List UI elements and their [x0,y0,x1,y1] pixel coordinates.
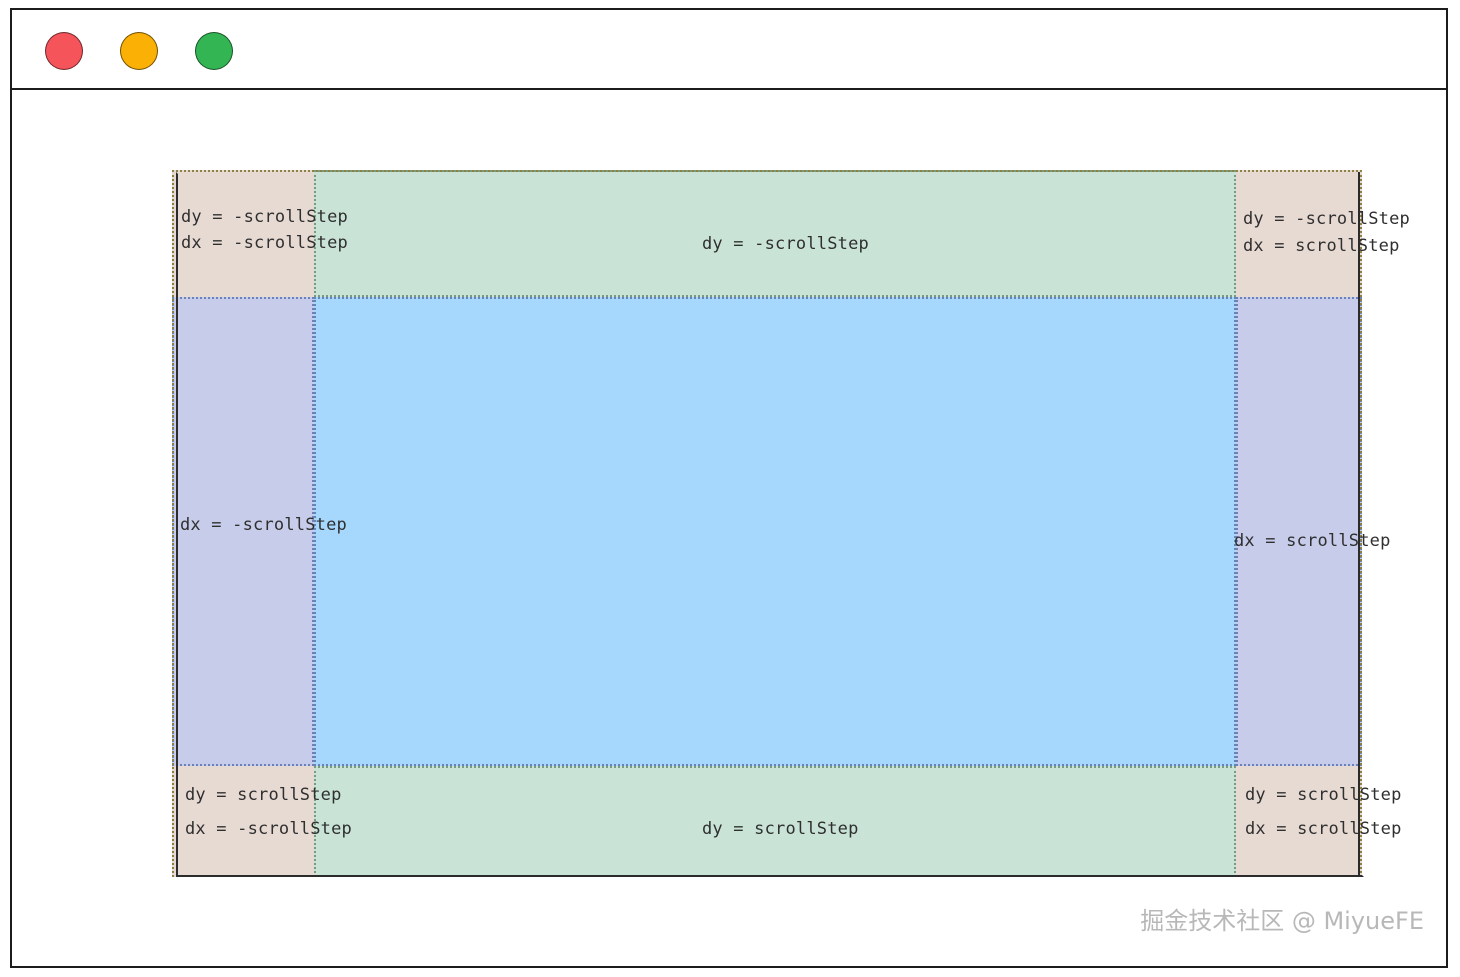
close-button-icon[interactable] [45,32,83,70]
zone-bottom-right[interactable] [1236,766,1362,877]
window-content: dy = -scrollStep dx = -scrollStep dy = -… [12,90,1446,966]
label-top-right-dx: dx = scrollStep [1243,236,1400,256]
zone-top-left[interactable] [172,170,314,297]
scroll-zone-diagram: dy = -scrollStep dx = -scrollStep dy = -… [172,170,1410,877]
window-titlebar [12,10,1446,90]
label-bottom-left-dy: dy = scrollStep [185,785,342,805]
label-bottom-right-dx: dx = scrollStep [1245,819,1402,839]
zone-middle-center[interactable] [314,297,1236,766]
label-middle-right-dx: dx = scrollStep [1234,531,1391,551]
label-top-left-dx: dx = -scrollStep [181,233,348,253]
label-bottom-right-dy: dy = scrollStep [1245,785,1402,805]
zone-bottom-left[interactable] [172,766,314,877]
window-controls [45,32,233,70]
zone-bottom-center[interactable] [314,766,1236,877]
zone-top-right[interactable] [1236,170,1362,297]
label-bottom-center-dy: dy = scrollStep [702,819,859,839]
maximize-button-icon[interactable] [195,32,233,70]
minimize-button-icon[interactable] [120,32,158,70]
label-middle-left-dx: dx = -scrollStep [180,515,347,535]
zone-middle-left[interactable] [172,297,314,766]
app-window: dy = -scrollStep dx = -scrollStep dy = -… [10,8,1448,968]
label-top-center-dy: dy = -scrollStep [702,234,869,254]
watermark: 掘金技术社区 @ MiyueFE [1140,907,1424,935]
label-top-left-dy: dy = -scrollStep [181,207,348,227]
label-bottom-left-dx: dx = -scrollStep [185,819,352,839]
zone-middle-right[interactable] [1236,297,1362,766]
label-top-right-dy: dy = -scrollStep [1243,209,1410,229]
zone-top-center[interactable] [314,170,1236,297]
